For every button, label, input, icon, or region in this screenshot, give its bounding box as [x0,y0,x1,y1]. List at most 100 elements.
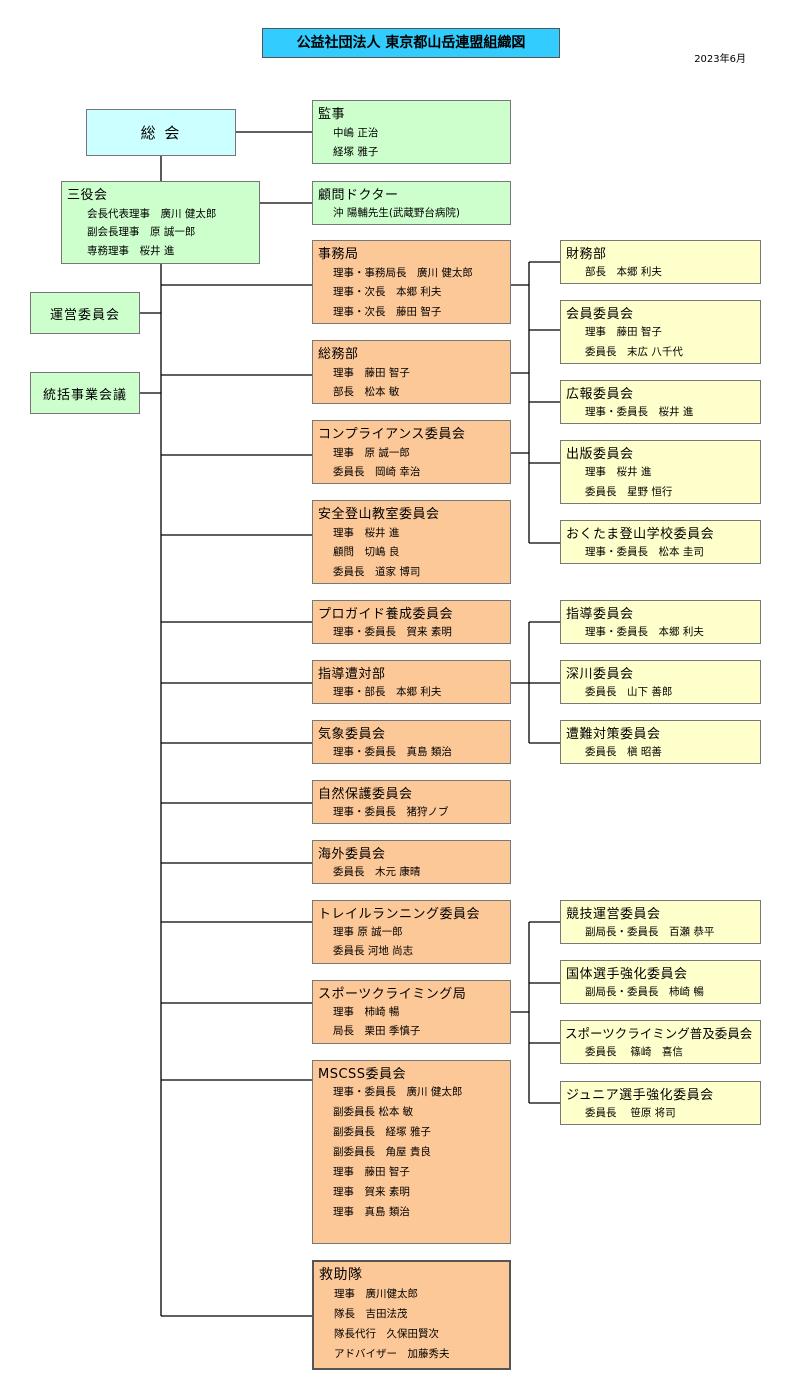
department-member: 理事 廣川健太郎 [334,1288,418,1300]
sub-committee-box: 財務部 部長 本郷 利夫 [560,240,761,284]
officers-box: 三役会 会長代表理事 廣川 健太郎 副会長理事 原 誠一郎 専務理事 桜井 進 [61,181,260,264]
coordination-meeting-label: 統括事業会議 [42,388,127,403]
department-box: 事務局 理事・事務局長 廣川 健太郎 理事・次長 本郷 利夫 理事・次長 藤田 … [312,240,511,324]
department-member: 理事 藤田 智子 [333,1166,410,1178]
department-box: コンプライアンス委員会 理事 原 誠一郎 委員長 岡崎 幸治 [312,420,511,484]
sub-committee-title: 指導委員会 [566,607,634,622]
department-member: 理事 原 誠一郎 [333,926,403,938]
sub-committee-title: 競技運営委員会 [566,907,661,922]
sub-committee-box: 遭難対策委員会 委員長 槇 昭善 [560,720,761,764]
department-member: 理事 原 誠一郎 [333,447,410,459]
sub-committee-member: 委員長 笹原 将司 [585,1107,676,1119]
department-box: 気象委員会 理事・委員長 真島 類治 [312,720,511,764]
department-title: 救助隊 [319,1267,363,1283]
sub-committee-box: 出版委員会 理事 桜井 進 委員長 星野 恒行 [560,440,761,504]
auditor-box: 監事 中嶋 正治 経塚 雅子 [312,100,511,164]
department-title: 自然保護委員会 [318,787,413,802]
department-title: 指導遭対部 [318,667,386,682]
doctor-box: 顧問ドクター 沖 陽輔先生(武蔵野台病院) [312,181,511,225]
officers-member: 副会長理事 原 誠一郎 [87,226,196,238]
department-member: 局長 栗田 季慎子 [333,1025,421,1037]
chart-title: 公益社団法人 東京都山岳連盟組織図 [262,28,560,58]
sub-committee-member: 副局長・委員長 柿崎 暢 [585,986,704,998]
department-box: 救助隊 理事 廣川健太郎 隊長 吉田法茂 隊長代行 久保田賢次 アドバイザー 加… [312,1260,511,1370]
sub-committee-member: 理事 桜井 進 [585,466,652,478]
sub-committee-title: 財務部 [566,247,607,262]
department-member: 副委員長 経塚 雅子 [333,1126,431,1138]
sub-committee-member: 委員長 山下 善郎 [585,686,673,698]
department-box: 安全登山教室委員会 理事 桜井 進 顧問 切嶋 良 委員長 道家 博司 [312,500,511,584]
department-title: MSCSS委員会 [318,1067,407,1082]
sub-committee-member: 部長 本郷 利夫 [585,266,662,278]
auditor-member: 経塚 雅子 [333,146,379,158]
department-title: 気象委員会 [318,727,386,742]
auditor-title: 監事 [318,107,346,122]
department-member: 委員長 道家 博司 [333,566,421,578]
general-meeting-label: 総 会 [140,124,182,142]
department-box: MSCSS委員会 理事・委員長 廣川 健太郎 副委員長 松本 敏 副委員長 経塚… [312,1060,511,1244]
department-title: 海外委員会 [318,847,386,862]
sub-committee-box: ジュニア選手強化委員会 委員長 笹原 将司 [560,1081,761,1125]
sub-committee-box: 国体選手強化委員会 副局長・委員長 柿崎 暢 [560,960,761,1004]
department-member: 隊長 吉田法茂 [334,1308,408,1320]
sub-committee-box: 広報委員会 理事・委員長 桜井 進 [560,380,761,424]
sub-committee-member: 理事・委員長 本郷 利夫 [585,626,704,638]
department-box: スポーツクライミング局 理事 柿崎 暢 局長 栗田 季慎子 [312,980,511,1044]
department-member: 理事・委員長 廣川 健太郎 [333,1086,463,1098]
sub-committee-box: 競技運営委員会 副局長・委員長 百瀬 恭平 [560,900,761,944]
sub-committee-member: 理事・委員長 桜井 進 [585,406,694,418]
doctor-member: 沖 陽輔先生(武蔵野台病院) [333,207,461,219]
department-title: コンプライアンス委員会 [318,427,466,442]
sub-committee-box: スポーツクライミング普及委員会 委員長 篠崎 喜信 [560,1020,761,1064]
officers-member: 専務理事 桜井 進 [87,245,175,257]
sub-committee-box: 深川委員会 委員長 山下 善郎 [560,660,761,704]
department-member: 副委員長 松本 敏 [333,1106,414,1118]
sub-committee-box: 会員委員会 理事 藤田 智子 委員長 末広 八千代 [560,300,761,364]
department-member: 理事・委員長 賀来 素明 [333,626,452,638]
department-title: 事務局 [318,247,359,262]
sub-committee-member: 委員長 槇 昭善 [585,746,662,758]
department-member: 委員長 岡崎 幸治 [333,466,421,478]
department-member: 理事 柿崎 暢 [333,1006,400,1018]
department-member: 理事 真島 類治 [333,1206,410,1218]
sub-committee-title: 会員委員会 [566,307,634,322]
sub-committee-box: 指導委員会 理事・委員長 本郷 利夫 [560,600,761,644]
sub-committee-title: 遭難対策委員会 [566,727,661,742]
department-member: 理事 桜井 進 [333,527,400,539]
officers-title: 三役会 [67,188,108,203]
department-title: スポーツクライミング局 [318,987,467,1002]
sub-committee-member: 委員長 星野 恒行 [585,486,673,498]
officers-member: 会長代表理事 廣川 健太郎 [87,208,217,220]
department-member: 理事・委員長 真島 類治 [333,746,452,758]
sub-committee-member: 委員長 篠崎 喜信 [585,1046,683,1058]
department-member: 委員長 木元 康晴 [333,866,421,878]
sub-committee-title: 広報委員会 [566,387,634,402]
sub-committee-title: 深川委員会 [566,667,634,682]
sub-committee-title: おくたま登山学校委員会 [566,527,715,542]
department-member: 副委員長 角屋 貴良 [333,1146,431,1158]
department-member: 理事 賀来 素明 [333,1186,410,1198]
department-member: 理事・委員長 猪狩ノブ [333,806,449,818]
department-member: 委員長 河地 尚志 [333,945,414,957]
department-member: アドバイザー 加藤秀夫 [334,1348,450,1360]
department-box: トレイルランニング委員会 理事 原 誠一郎 委員長 河地 尚志 [312,900,511,964]
department-title: トレイルランニング委員会 [318,907,481,922]
steering-committee-box: 運営委員会 [30,292,140,334]
department-member: 理事・次長 本郷 利夫 [333,286,442,298]
department-member: 理事・次長 藤田 智子 [333,306,442,318]
department-box: 指導遭対部 理事・部長 本郷 利夫 [312,660,511,704]
department-box: 総務部 理事 藤田 智子 部長 松本 敏 [312,340,511,404]
sub-committee-title: ジュニア選手強化委員会 [566,1088,714,1103]
department-title: 総務部 [318,347,359,362]
doctor-title: 顧問ドクター [318,188,399,203]
sub-committee-title: 国体選手強化委員会 [566,967,688,982]
steering-committee-label: 運営委員会 [49,308,120,323]
department-box: 自然保護委員会 理事・委員長 猪狩ノブ [312,780,511,824]
sub-committee-member: 理事 藤田 智子 [585,326,662,338]
department-member: 理事 藤田 智子 [333,367,410,379]
department-title: 安全登山教室委員会 [318,507,440,522]
chart-date: 2023年6月 [694,54,746,65]
department-title: プロガイド養成委員会 [318,607,454,622]
sub-committee-member: 副局長・委員長 百瀬 恭平 [585,926,715,938]
